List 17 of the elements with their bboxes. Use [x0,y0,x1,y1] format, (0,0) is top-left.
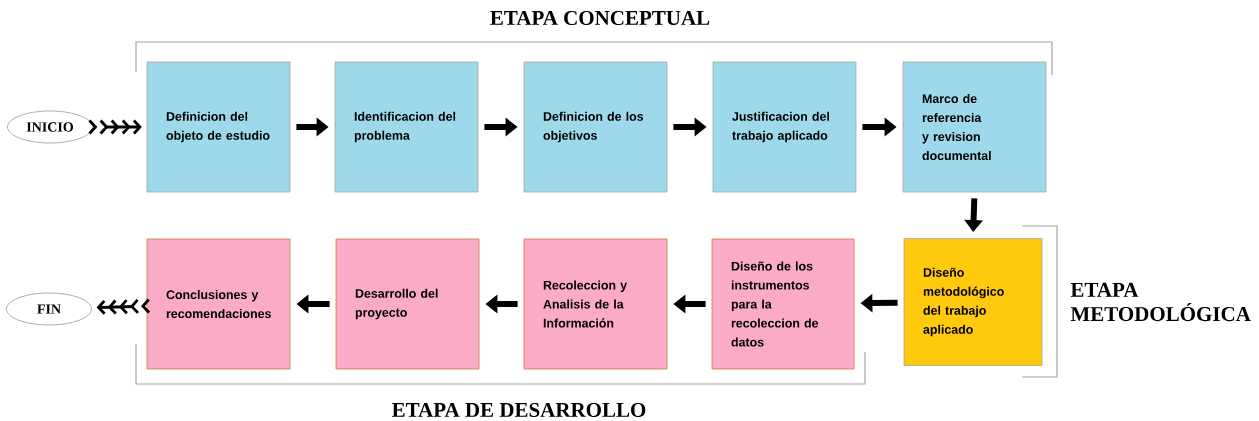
stage-title: ETAPA CONCEPTUAL [490,10,710,26]
process-box: Identificacion del problema [334,61,479,193]
process-box: Recoleccion y Analisis de la Información [523,238,668,370]
process-box: Definicion del objeto de estudio [146,61,291,193]
terminal-oval: INICIO [7,110,93,144]
process-box: Diseño metodológico del trabajo aplicado [903,238,1043,366]
process-box: Conclusiones y recomendaciones [146,238,291,370]
stage-title: ETAPA METODOLÓGICA [1070,282,1251,322]
arrow [88,119,142,135]
arrow [96,298,151,315]
process-box: Definicion de los objetivos [523,61,668,193]
process-box: Desarrollo del proyecto [335,238,480,370]
process-box: Diseño de los instrumentos para la recoleccion de datos [711,238,855,370]
process-box: Justificacion del trabajo aplicado [712,61,857,193]
terminal-oval: FIN [6,292,92,326]
stage-title: ETAPA DE DESARROLLO [391,402,646,418]
process-box: Marco de referencia y revision documental [902,61,1047,193]
